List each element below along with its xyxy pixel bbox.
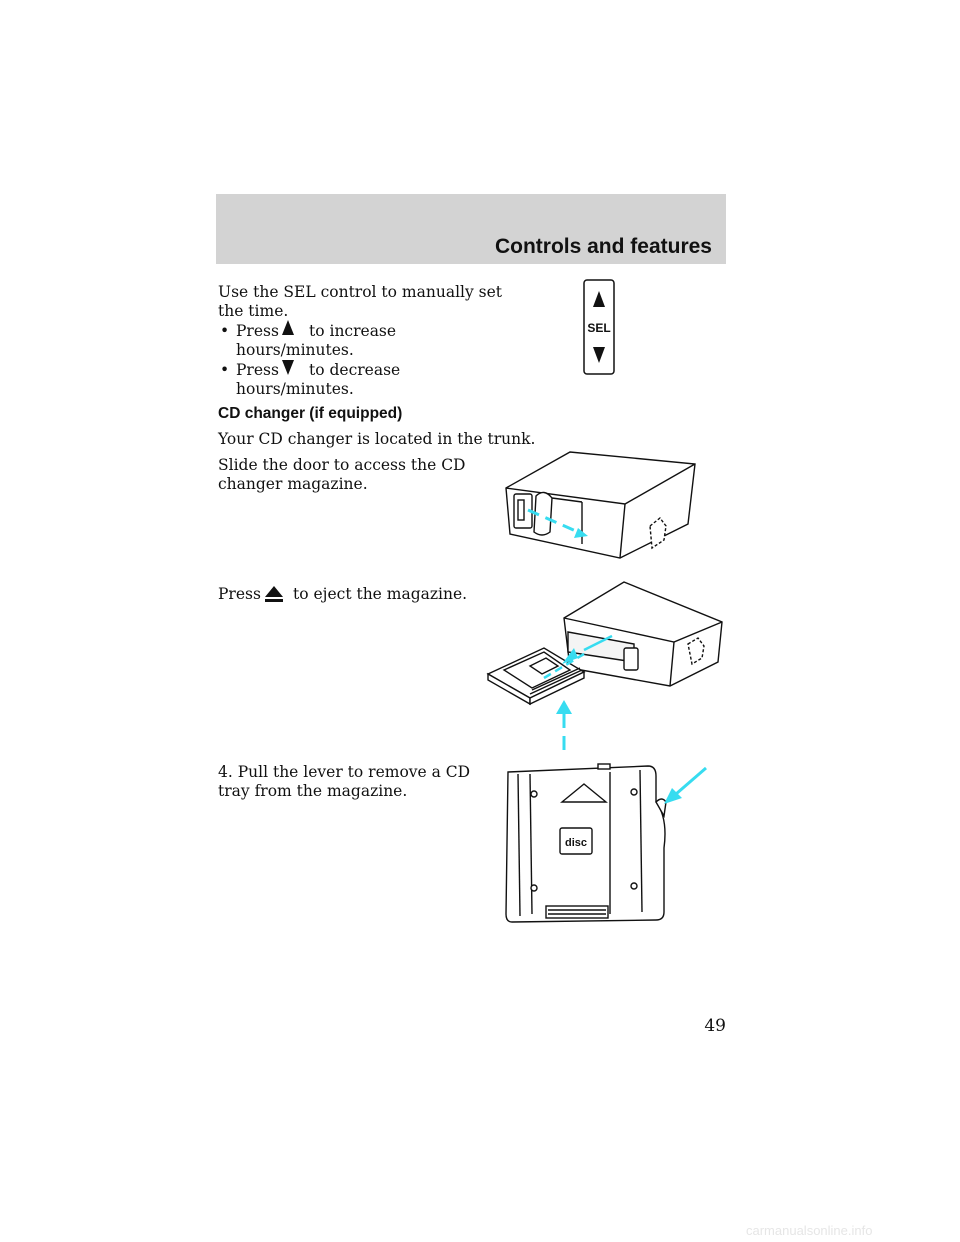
pull-lever-line1: 4. Pull the lever to remove a CD: [218, 763, 471, 781]
bullet-decrease: •: [220, 361, 230, 379]
slide-arrow-head-icon: [574, 528, 588, 538]
footer-watermark: carmanualsonline.info: [746, 1223, 873, 1238]
pull-lever-line2: tray from the magazine.: [218, 782, 408, 800]
clock-intro-line2: the time.: [218, 302, 289, 320]
slide-door-line1: Slide the door to access the CD: [218, 456, 466, 474]
slide-direction-arrow: [527, 508, 579, 534]
press-eject-label: Press: [218, 585, 261, 603]
cd-magazine-eject-illustration: [486, 581, 723, 750]
eject-icon: [265, 586, 283, 602]
increase-line1: to increase: [309, 322, 397, 340]
sel-button-label: SEL: [587, 321, 610, 335]
sel-up-arrow-icon: [593, 291, 605, 307]
push-up-arrow-head-icon: [556, 700, 572, 714]
pull-lever-arrow: [675, 766, 707, 796]
cd-changer-door-illustration: [505, 451, 696, 559]
increase-line2: hours/minutes.: [236, 341, 354, 359]
cd-magazine-illustration: disc: [505, 763, 707, 923]
pull-lever-arrow-head-icon: [664, 788, 682, 804]
press-increase-label: Press: [236, 322, 279, 340]
disc-logo-text: disc: [565, 837, 587, 849]
section-title: Controls and features: [494, 235, 712, 258]
eject-text: to eject the magazine.: [293, 585, 468, 603]
sel-control-illustration: SEL: [583, 279, 615, 375]
clock-intro-line1: Use the SEL control to manually set: [218, 283, 503, 301]
eject-direction-arrow: [583, 634, 613, 652]
section-header-band: Controls and features: [216, 194, 726, 264]
press-decrease-label: Press: [236, 361, 279, 379]
triangle-up-icon: [282, 320, 294, 335]
page-number: 49: [704, 1016, 726, 1036]
triangle-down-icon: [282, 360, 294, 375]
sel-button-outline: [583, 279, 615, 375]
cd-location-text: Your CD changer is located in the trunk.: [218, 430, 536, 448]
cd-changer-heading: CD changer (if equipped): [218, 405, 403, 422]
decrease-line1: to decrease: [309, 361, 401, 379]
sel-down-arrow-icon: [593, 347, 605, 363]
decrease-line2: hours/minutes.: [236, 380, 354, 398]
eject-arrow-head-icon: [562, 648, 578, 664]
bullet-increase: •: [220, 322, 230, 340]
slide-door-line2: changer magazine.: [218, 475, 368, 493]
